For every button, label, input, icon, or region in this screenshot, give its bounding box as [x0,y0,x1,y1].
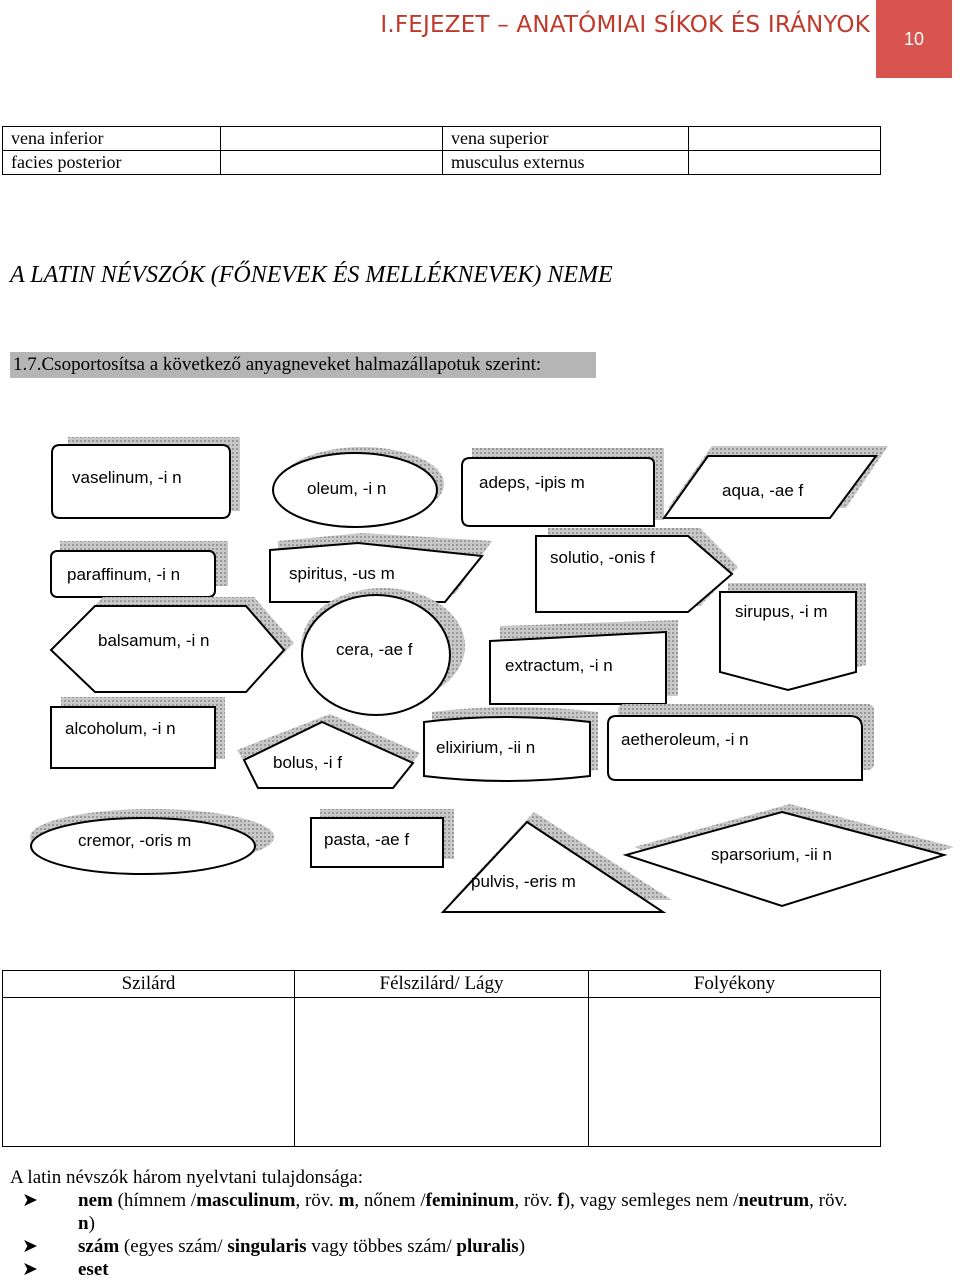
text-span: ) [88,1213,95,1234]
shape-label: balsamum, -i n [98,631,209,650]
text-span: ), vagy semleges nem / [563,1190,739,1211]
shape-label: pasta, -ae f [324,830,409,849]
bold-term: masculinum [196,1190,296,1211]
column-header-liquid: Folyékony [588,970,881,998]
text-span: , röv. [809,1190,848,1211]
term-table: vena inferior vena superior facies poste… [2,126,881,175]
arrowhead-bullet-icon: ➤ [22,1236,38,1257]
shape-cremor[interactable]: cremor, -oris m [30,809,274,875]
table-row: facies posterior musculus externus [2,150,881,175]
bold-term: f [557,1190,564,1211]
table-cell[interactable] [220,126,443,151]
page-number: 10 [876,0,952,78]
grammar-properties: A latin névszók három nyelvtani tulajdon… [10,1166,950,1281]
bold-term: singularis [227,1236,307,1257]
shape-label: cremor, -oris m [78,831,191,850]
shape-label: paraffinum, -i n [67,565,180,584]
shape-label: solutio, -onis f [550,548,655,567]
table-cell: vena inferior [2,126,221,151]
answer-cell-semisolid[interactable] [294,997,589,1147]
table-cell: vena superior [442,126,689,151]
shape-label: alcoholum, -i n [65,719,176,738]
text-span: (hímnem / [112,1190,197,1211]
properties-intro: A latin névszók három nyelvtani tulajdon… [10,1167,364,1188]
table-cell[interactable] [688,150,881,175]
shape-label: pulvis, -eris m [471,872,576,891]
shape-label: oleum, -i n [307,479,386,498]
text-span: , nőnem / [354,1190,426,1211]
bold-term: m [338,1190,355,1211]
section-title: A LATIN NÉVSZÓK (FŐNEVEK ÉS MELLÉKNEVEK)… [10,262,613,288]
table-header-row: Szilárd Félszilárd/ Lágy Folyékony [2,970,881,998]
shape-adeps[interactable]: adeps, -ipis m [461,448,664,527]
bold-term: szám [78,1236,120,1257]
bold-term: n [78,1213,89,1234]
shape-pasta[interactable]: pasta, -ae f [310,809,454,868]
arrowhead-bullet-icon: ➤ [22,1190,38,1211]
list-item: ➤ eset [10,1258,950,1281]
shape-aqua[interactable]: aqua, -ae f [662,446,888,519]
shape-elixirium[interactable]: elixirium, -ii n [423,707,598,782]
shape-label: adeps, -ipis m [479,473,585,492]
shape-label: elixirium, -ii n [436,738,535,757]
shape-alcoholum[interactable]: alcoholum, -i n [50,697,225,769]
shape-sparsorium[interactable]: sparsorium, -ii n [622,804,954,908]
shape-spiritus[interactable]: spiritus, -us m [269,533,492,603]
table-cell: facies posterior [2,150,221,175]
answer-cell-solid[interactable] [2,997,295,1147]
table-row: vena inferior vena superior [2,126,881,151]
shape-oleum[interactable]: oleum, -i n [272,447,444,528]
table-cell: musculus externus [442,150,689,175]
bold-term: femininum [425,1190,515,1211]
text-span: (egyes szám/ [119,1236,228,1257]
column-header-solid: Szilárd [2,970,295,998]
shape-label: aqua, -ae f [722,481,804,500]
list-item: ➤ szám (egyes szám/ singularis vagy több… [10,1235,950,1258]
shape-label: cera, -ae f [336,640,413,659]
shape-aetheroleum[interactable]: aetheroleum, -i n [607,704,874,781]
shape-extractum[interactable]: extractum, -i n [489,620,678,705]
shape-bolus[interactable]: bolus, -i f [237,714,420,789]
table-cell[interactable] [220,150,443,175]
bold-term: pluralis [456,1236,519,1257]
shape-label: sparsorium, -ii n [711,845,832,864]
task-instruction: 1.7.Csoportosítsa a következő anyagnevek… [10,352,596,378]
bold-term: eset [78,1259,109,1280]
arrowhead-bullet-icon: ➤ [22,1259,38,1280]
shape-label: spiritus, -us m [289,564,395,583]
chapter-title: I.FEJEZET – ANATÓMIAI SÍKOK ÉS IRÁNYOK [380,12,870,38]
shape-vaselinum[interactable]: vaselinum, -i n [51,437,240,519]
shape-balsamum[interactable]: balsamum, -i n [49,597,294,693]
shape-sirupus[interactable]: sirupus, -i m [719,583,866,692]
shape-label: extractum, -i n [505,656,613,675]
shape-solutio[interactable]: solutio, -onis f [535,528,738,613]
substance-shapes-diagram: vaselinum, -i n oleum, -i n adeps, -ipis… [30,437,954,913]
shape-pulvis[interactable]: pulvis, -eris m [440,812,672,913]
shape-label: sirupus, -i m [735,602,828,621]
bold-term: nem [78,1190,113,1211]
shape-paraffinum[interactable]: paraffinum, -i n [50,541,228,598]
answer-cell-liquid[interactable] [588,997,881,1147]
shape-cera[interactable]: cera, -ae f [301,588,465,716]
text-span: ) [518,1236,526,1257]
column-header-semisolid: Félszilárd/ Lágy [294,970,589,998]
shape-label: bolus, -i f [273,753,342,772]
list-item: ➤ nem (hímnem /masculinum, röv. m, nőnem… [10,1189,950,1235]
text-span: vagy többes szám/ [306,1236,457,1257]
text-span: , röv. [295,1190,339,1211]
classification-table: Szilárd Félszilárd/ Lágy Folyékony [2,970,881,1147]
table-row [2,997,881,1147]
shape-label: aetheroleum, -i n [621,730,749,749]
shape-label: vaselinum, -i n [72,468,182,487]
text-span: , röv. [514,1190,558,1211]
bold-term: neutrum [738,1190,810,1211]
